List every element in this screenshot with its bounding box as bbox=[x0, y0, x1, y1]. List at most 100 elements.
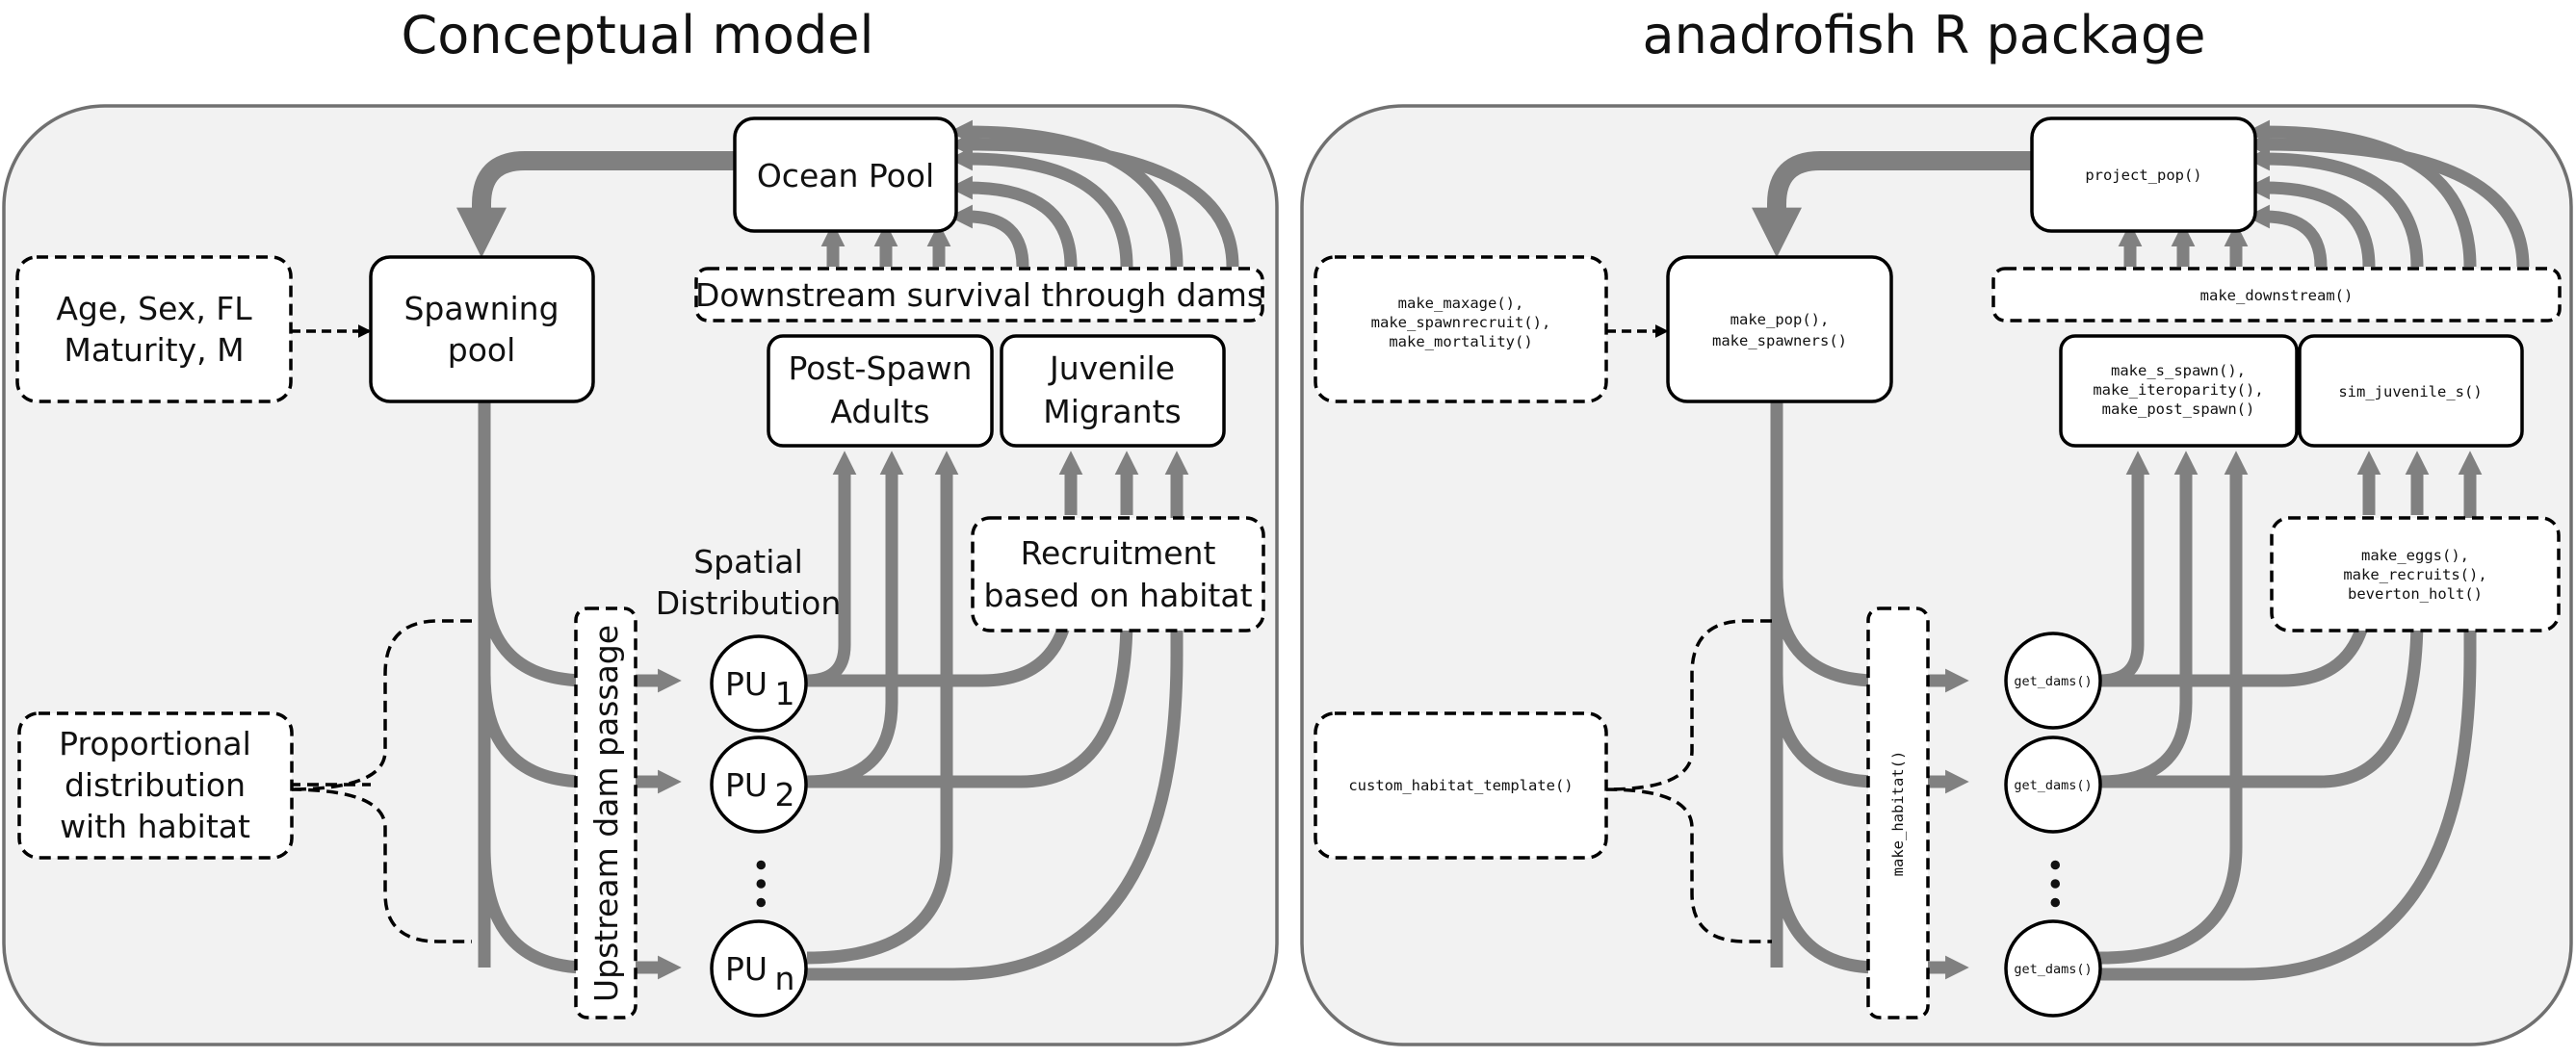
pkg-ocean-to-spawning-arrow bbox=[1752, 151, 2032, 258]
post-spawn-line2: Adults bbox=[830, 393, 929, 430]
pun-to-juvenile bbox=[807, 654, 1184, 981]
to-pu2-arrow bbox=[478, 673, 682, 794]
proportional-box: Proportional distribution with habitat bbox=[17, 711, 294, 860]
pu2-label: PU bbox=[725, 766, 768, 804]
pkg-ocean-return-3 bbox=[2246, 146, 2424, 268]
proportional-line3: with habitat bbox=[60, 808, 250, 845]
pu2-subscript: 2 bbox=[775, 776, 795, 813]
ocean-to-spawning-arrow bbox=[456, 151, 737, 258]
spawning-pool-box: Spawning pool bbox=[369, 255, 595, 403]
get-dams-node-2: get_dams() bbox=[2004, 735, 2102, 834]
pu-node-1: PU 1 bbox=[710, 634, 808, 733]
make-age-line3: make_mortality() bbox=[1389, 333, 1532, 350]
get-dams-n-label: get_dams() bbox=[2014, 962, 2092, 977]
pkg-ocean-return-1 bbox=[2246, 204, 2328, 268]
make-age-line1: make_maxage(), bbox=[1398, 295, 1524, 312]
pu2-to-juvenile bbox=[807, 615, 1133, 788]
upstream-passage-box: Upstream dam passage bbox=[574, 606, 637, 1019]
age-sex-box: Age, Sex, FL Maturity, M bbox=[15, 255, 293, 403]
ocean-pool-box: Ocean Pool bbox=[733, 116, 958, 233]
conceptual-panel: Conceptual model bbox=[2, 5, 1279, 1046]
sim-juvenile-box: sim_juvenile_s() bbox=[2298, 334, 2524, 448]
age-sex-line1: Age, Sex, FL bbox=[56, 290, 252, 327]
pun-to-postspawn bbox=[806, 451, 959, 965]
pkg-ocean-return-2 bbox=[2246, 175, 2376, 268]
get-dams-node-1: get_dams() bbox=[2004, 632, 2102, 730]
make-eggs-line1: make_eggs(), bbox=[2361, 547, 2469, 564]
make-habitat-label: make_habitat() bbox=[1889, 751, 1907, 877]
package-panel: anadrofish R package bbox=[1300, 5, 2573, 1046]
spawning-pool-line2: pool bbox=[448, 331, 516, 369]
recruitment-box: Recruitment based on habitat bbox=[971, 516, 1265, 632]
downstream-survival-box: Downstream survival through dams bbox=[694, 267, 1264, 323]
get-dams-2-label: get_dams() bbox=[2014, 778, 2092, 793]
to-pun-arrow bbox=[478, 846, 682, 980]
ocean-return-1 bbox=[949, 204, 1029, 268]
juvenile-line1: Juvenile bbox=[1048, 349, 1175, 387]
age-sex-line2: Maturity, M bbox=[64, 331, 244, 369]
spawn-funcs-line3: make_post_spawn() bbox=[2102, 400, 2255, 418]
make-eggs-line3: beverton_holt() bbox=[2348, 585, 2483, 603]
pkg-to-dam1-arrow bbox=[1770, 577, 1969, 693]
ocean-return-2 bbox=[949, 175, 1078, 268]
upstream-passage-label: Upstream dam passage bbox=[587, 625, 625, 1002]
sim-juvenile-label: sim_juvenile_s() bbox=[2338, 383, 2482, 400]
pu-ellipsis: ••• bbox=[742, 856, 779, 912]
pkg-dam2-to-juvenile bbox=[2099, 615, 2424, 788]
post-spawn-line1: Post-Spawn bbox=[789, 349, 973, 387]
make-pop-line1: make_pop(), bbox=[1730, 311, 1830, 328]
spatial-distribution-label: Spatial Distribution bbox=[656, 543, 842, 622]
project-pop-box: project_pop() bbox=[2030, 116, 2257, 233]
recruitment-line2: based on habitat bbox=[983, 577, 1252, 614]
pun-label: PU bbox=[725, 950, 768, 988]
pkg-damn-to-juvenile bbox=[2099, 654, 2477, 981]
pu-node-n: PU n bbox=[710, 919, 808, 1018]
make-pop-box: make_pop(), make_spawners() bbox=[1666, 255, 1893, 403]
post-spawn-box: Post-Spawn Adults bbox=[767, 334, 994, 448]
pkg-damn-to-spawn bbox=[2098, 451, 2249, 965]
make-eggs-box: make_eggs(), make_recruits(), beverton_h… bbox=[2270, 516, 2561, 632]
proportional-line2: distribution bbox=[65, 766, 246, 804]
make-age-box: make_maxage(), make_spawnrecruit(), make… bbox=[1314, 255, 1608, 403]
get-dams-ellipsis: ••• bbox=[2036, 856, 2073, 912]
project-pop-label: project_pop() bbox=[2085, 167, 2201, 184]
get-dams-1-label: get_dams() bbox=[2014, 674, 2092, 689]
downstream-survival-label: Downstream survival through dams bbox=[695, 276, 1263, 314]
conceptual-title: Conceptual model bbox=[402, 5, 874, 65]
ocean-return-3 bbox=[949, 146, 1133, 268]
make-eggs-line2: make_recruits(), bbox=[2343, 566, 2486, 583]
package-title: anadrofish R package bbox=[1643, 5, 2206, 65]
pun-subscript: n bbox=[775, 960, 795, 997]
spatial-line2: Distribution bbox=[656, 584, 842, 622]
package-flows bbox=[1752, 119, 2530, 981]
habitat-template-box: custom_habitat_template() bbox=[1314, 711, 1608, 860]
conceptual-flows bbox=[456, 119, 1239, 981]
spatial-line1: Spatial bbox=[693, 543, 803, 581]
habitat-brace bbox=[288, 619, 472, 943]
habitat-template-label: custom_habitat_template() bbox=[1348, 777, 1573, 794]
spawn-funcs-box: make_s_spawn(), make_iteroparity(), make… bbox=[2059, 334, 2299, 448]
pkg-ocean-return-5 bbox=[2246, 132, 2530, 268]
spawn-funcs-line1: make_s_spawn(), bbox=[2111, 362, 2246, 379]
spawn-funcs-line2: make_iteroparity(), bbox=[2093, 381, 2263, 399]
ocean-return-5 bbox=[949, 132, 1239, 268]
pu1-subscript: 1 bbox=[775, 675, 795, 712]
pkg-to-dam2-arrow bbox=[1770, 673, 1969, 794]
make-age-line2: make_spawnrecruit(), bbox=[1371, 314, 1551, 331]
juvenile-box: Juvenile Migrants bbox=[1000, 334, 1226, 448]
ocean-pool-label: Ocean Pool bbox=[757, 157, 934, 194]
make-downstream-label: make_downstream() bbox=[2200, 287, 2354, 304]
pu1-label: PU bbox=[725, 665, 768, 703]
make-pop-line2: make_spawners() bbox=[1712, 332, 1847, 349]
pkg-to-damn-arrow bbox=[1770, 846, 1969, 980]
proportional-line1: Proportional bbox=[59, 725, 251, 762]
make-habitat-box: make_habitat() bbox=[1866, 606, 1930, 1019]
juvenile-line2: Migrants bbox=[1043, 393, 1181, 430]
pu-node-2: PU 2 bbox=[710, 735, 808, 834]
get-dams-node-n: get_dams() bbox=[2004, 919, 2102, 1018]
spawning-pool-line1: Spawning bbox=[403, 290, 559, 327]
make-downstream-box: make_downstream() bbox=[1991, 267, 2562, 323]
to-pu1-arrow bbox=[478, 577, 682, 693]
recruitment-line1: Recruitment bbox=[1021, 534, 1216, 572]
